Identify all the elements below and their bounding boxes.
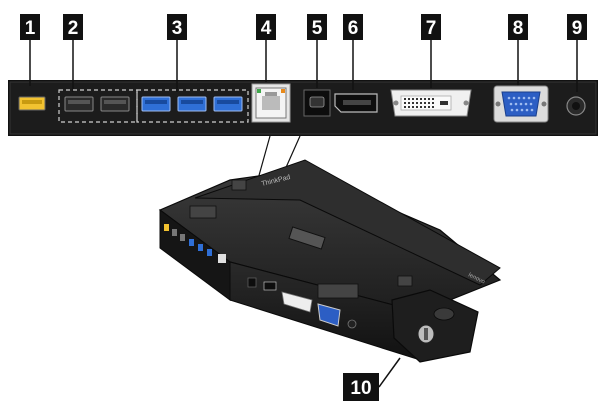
security-lock-slot[interactable] — [566, 96, 586, 116]
callout-number-1: 1 — [25, 18, 36, 39]
callout-badge-6: 6 — [343, 14, 363, 40]
callout-badge-5: 5 — [307, 14, 327, 40]
displayport-connector[interactable] — [334, 93, 378, 113]
power-connector[interactable] — [303, 89, 331, 117]
usb3-port-b[interactable] — [177, 96, 207, 112]
usb2-port-b[interactable] — [100, 96, 130, 112]
dvi-connector[interactable] — [390, 89, 472, 117]
callout-badge-2: 2 — [63, 14, 83, 40]
callout-badge-1: 1 — [20, 14, 40, 40]
usb3-group-outline — [136, 89, 249, 123]
usb3-port-c[interactable] — [213, 96, 243, 112]
callout-number-2: 2 — [68, 18, 79, 39]
callout-number-7: 7 — [426, 18, 437, 39]
callout-badge-7: 7 — [421, 14, 441, 40]
callout-number-10: 10 — [350, 378, 371, 399]
callout-badge-3: 3 — [167, 14, 187, 40]
callout-badge-8: 8 — [508, 14, 528, 40]
callout-badges: 1 2 3 4 5 6 7 8 — [20, 14, 587, 401]
vga-connector[interactable] — [493, 85, 549, 123]
usb3-port-a[interactable] — [141, 96, 171, 112]
dock-illustration: ThinkPad lenovo — [158, 135, 502, 388]
ethernet-link-led — [257, 89, 261, 93]
docking-connector — [288, 226, 326, 250]
eject-button[interactable] — [433, 307, 455, 321]
dock-top-guide-left — [231, 179, 247, 191]
dock-latch-pad-right — [317, 283, 359, 299]
always-on-usb-port[interactable] — [18, 96, 46, 111]
callout-number-4: 4 — [261, 18, 272, 39]
system-lock-block[interactable] — [391, 289, 479, 363]
callout-number-8: 8 — [513, 18, 524, 39]
leader-line-10 — [378, 357, 401, 388]
dock-latch-pad-left — [189, 205, 217, 219]
leader-lines — [29, 40, 578, 92]
dock-top-guide-right — [397, 275, 413, 287]
callout-number-3: 3 — [172, 18, 183, 39]
callout-number-5: 5 — [312, 18, 323, 39]
rear-panel — [8, 40, 598, 136]
callout-number-9: 9 — [572, 18, 583, 39]
ethernet-port[interactable] — [251, 83, 291, 123]
ethernet-activity-led — [281, 89, 285, 93]
callout-badge-10: 10 — [343, 373, 379, 401]
callout-badge-9: 9 — [567, 14, 587, 40]
dock-front-ports — [247, 277, 357, 329]
callout-number-6: 6 — [348, 18, 359, 39]
callout-badge-4: 4 — [256, 14, 276, 40]
dock-raised-back — [194, 159, 501, 286]
dock-side-ports — [164, 224, 226, 263]
usb2-port-a[interactable] — [64, 96, 94, 112]
